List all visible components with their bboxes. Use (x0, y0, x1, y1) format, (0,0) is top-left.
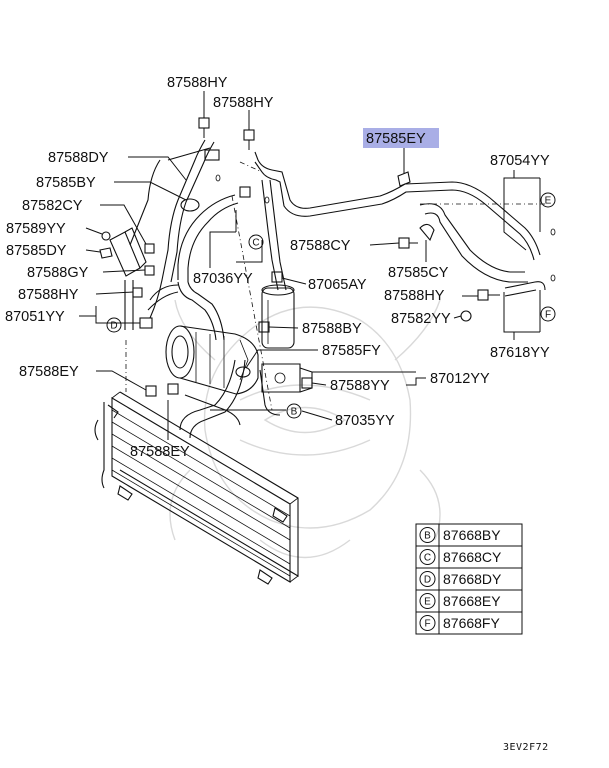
label-87585FY[interactable]: 87585FY (322, 343, 381, 359)
callout-f-letter: F (545, 310, 551, 321)
legend-letter-circle (419, 527, 436, 543)
legend-letter: F (424, 619, 430, 630)
label-87618YY[interactable]: 87618YY (490, 345, 550, 361)
highlight-87585EY (363, 128, 439, 148)
label-87582YY[interactable]: 87582YY (391, 311, 451, 327)
watermark-emblem (169, 299, 441, 559)
pipes (124, 139, 546, 439)
label-87588HY-left[interactable]: 87588HY (18, 287, 79, 303)
legend-part-code[interactable]: 87668CY (443, 549, 502, 565)
legend-letter: B (424, 531, 431, 542)
label-87588HY-right[interactable]: 87588HY (384, 288, 445, 304)
label-87582CY[interactable]: 87582CY (22, 198, 83, 214)
diagram-code: 3EV2F72 (503, 742, 549, 753)
legend-letter-circle (419, 593, 436, 609)
callout-e: E (540, 192, 556, 208)
label-87585CY[interactable]: 87585CY (388, 265, 449, 281)
legend-part-code[interactable]: 87668BY (443, 527, 501, 543)
label-87588HY-top-left[interactable]: 87588HY (167, 75, 228, 91)
label-87585EY[interactable]: 87585EY (366, 131, 426, 147)
legend-letter: E (424, 597, 431, 608)
label-87588HY-top[interactable]: 87588HY (213, 95, 274, 111)
legend-letter: D (424, 575, 431, 586)
callout-f: F (540, 306, 556, 322)
label-87035YY[interactable]: 87035YY (335, 413, 395, 429)
condenser (94, 391, 299, 585)
label-87588EY-bottom[interactable]: 87588EY (130, 444, 190, 460)
legend-letter-circle (419, 615, 436, 631)
label-87588EY-left[interactable]: 87588EY (19, 364, 79, 380)
label-87054YY[interactable]: 87054YY (490, 153, 550, 169)
label-87012YY[interactable]: 87012YY (430, 371, 490, 387)
label-87051YY[interactable]: 87051YY (5, 309, 65, 325)
callout-b: B (286, 403, 302, 419)
callout-c: C (248, 234, 264, 250)
callout-b-letter: B (291, 407, 298, 418)
legend-letter: C (424, 553, 431, 564)
part-labels: 87588HY 87588HY 87588DY 87585BY 87582CY … (5, 75, 550, 460)
label-87588DY[interactable]: 87588DY (48, 150, 109, 166)
receiver-dryer (261, 284, 295, 349)
legend-letter-circle (419, 549, 436, 565)
side-bracket (109, 227, 147, 277)
compressor (165, 325, 259, 395)
label-87589YY[interactable]: 87589YY (6, 221, 66, 237)
reference-lines (125, 161, 548, 411)
legend-part-code[interactable]: 87668EY (443, 593, 501, 609)
callout-c-letter: C (252, 238, 259, 249)
callout-d-letter: D (110, 321, 117, 332)
label-87585DY[interactable]: 87585DY (6, 243, 67, 259)
label-87065AY[interactable]: 87065AY (308, 277, 367, 293)
callout-e-letter: E (545, 196, 552, 207)
label-87585BY[interactable]: 87585BY (36, 175, 96, 191)
callout-d: D (106, 317, 122, 333)
label-87588CY[interactable]: 87588CY (290, 238, 351, 254)
leader-lines (79, 91, 541, 440)
label-87036YY[interactable]: 87036YY (193, 271, 253, 287)
legend-part-code[interactable]: 87668FY (443, 615, 500, 631)
legend-table: B 87668BY C 87668CY D 87668DY E 87668EY F 87668FY (415, 523, 523, 635)
legend-letter-circle (419, 571, 436, 587)
label-87588BY[interactable]: 87588BY (302, 321, 362, 337)
label-87588GY[interactable]: 87588GY (27, 265, 89, 281)
label-87588YY[interactable]: 87588YY (330, 378, 390, 394)
legend-part-code[interactable]: 87668DY (443, 571, 502, 587)
